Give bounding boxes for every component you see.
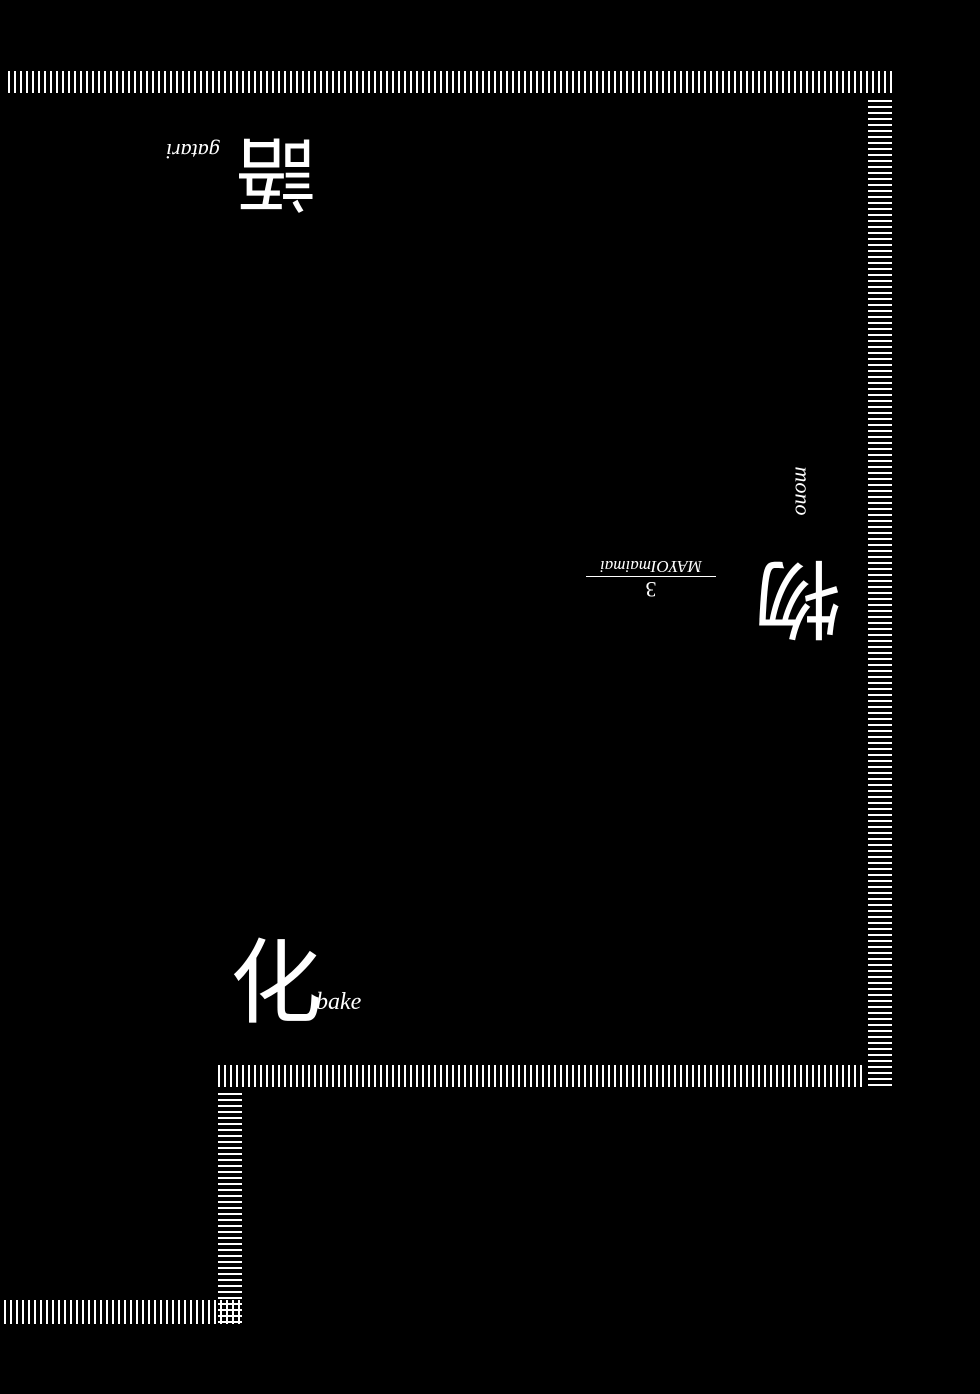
subtitle-number: 3 <box>645 577 657 602</box>
subtitle-title: MAYOImaimai <box>600 557 702 576</box>
ruler-middle <box>218 1065 864 1087</box>
ruler-top <box>8 71 892 93</box>
romaji-bake: bake <box>316 989 362 1015</box>
kanji-mono: 物 <box>755 547 841 647</box>
romaji-mono: mono <box>790 466 816 516</box>
kanji-bake: 化 <box>230 930 323 1037</box>
subtitle-rule <box>586 576 716 577</box>
subtitle-block: 3 MAYOImaimai <box>584 538 718 602</box>
ruler-right <box>868 100 892 1086</box>
romaji-gatari: gatari <box>166 139 220 164</box>
ruler-left <box>218 1093 242 1325</box>
kanji-gatari: 語 <box>236 126 316 219</box>
ruler-bottom <box>4 1300 242 1324</box>
